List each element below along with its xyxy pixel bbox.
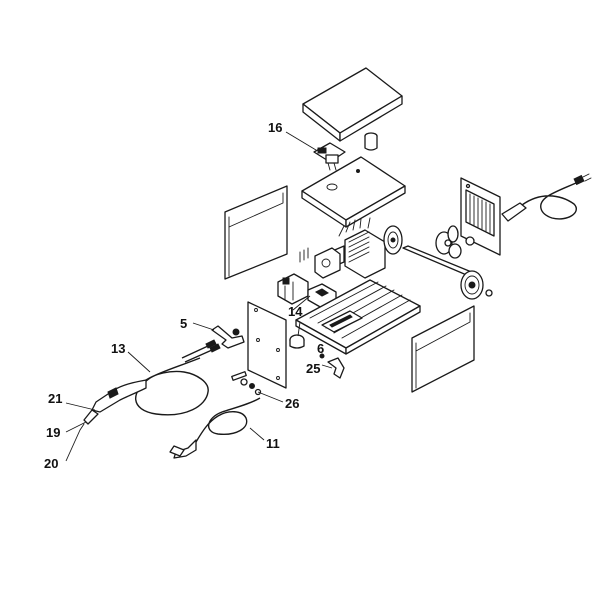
knob-6	[289, 334, 305, 349]
callout-5: 5	[180, 316, 187, 331]
fan-blades	[435, 225, 475, 259]
callout-19: 19	[46, 425, 60, 440]
knob-cylinder	[364, 132, 378, 151]
ground-clamp-cable-11	[169, 397, 261, 459]
fan-shroud	[383, 225, 403, 255]
front-panel	[247, 301, 287, 389]
callout-26: 26	[285, 396, 299, 411]
handle-bracket-5	[211, 325, 245, 349]
wire-spool	[460, 270, 493, 300]
callout-21: 21	[48, 391, 62, 406]
switch-assembly-16	[313, 142, 346, 171]
clip-25	[319, 353, 345, 379]
callout-13: 13	[111, 341, 125, 356]
callout-labels: 16 5 13 14 6 25 26 21 19 20 11	[44, 120, 324, 471]
callout-6: 6	[317, 341, 324, 356]
callout-11: 11	[266, 436, 280, 451]
chassis-base	[295, 279, 421, 355]
callout-25: 25	[306, 361, 320, 376]
rectifier-assembly	[299, 247, 341, 279]
mig-gun	[79, 379, 147, 431]
power-cord	[501, 173, 592, 222]
callout-20: 20	[44, 456, 58, 471]
contactor	[277, 273, 309, 305]
callout-16: 16	[268, 120, 282, 135]
leader-lines	[65, 131, 333, 462]
callout-14: 14	[288, 304, 303, 319]
right-side-panel	[411, 305, 475, 393]
top-cover	[302, 67, 403, 142]
mig-gun-cable-13	[135, 339, 221, 416]
rear-panel	[460, 177, 501, 256]
left-side-panel	[224, 185, 288, 280]
base-plate	[301, 156, 406, 228]
fasteners-26	[231, 371, 262, 396]
